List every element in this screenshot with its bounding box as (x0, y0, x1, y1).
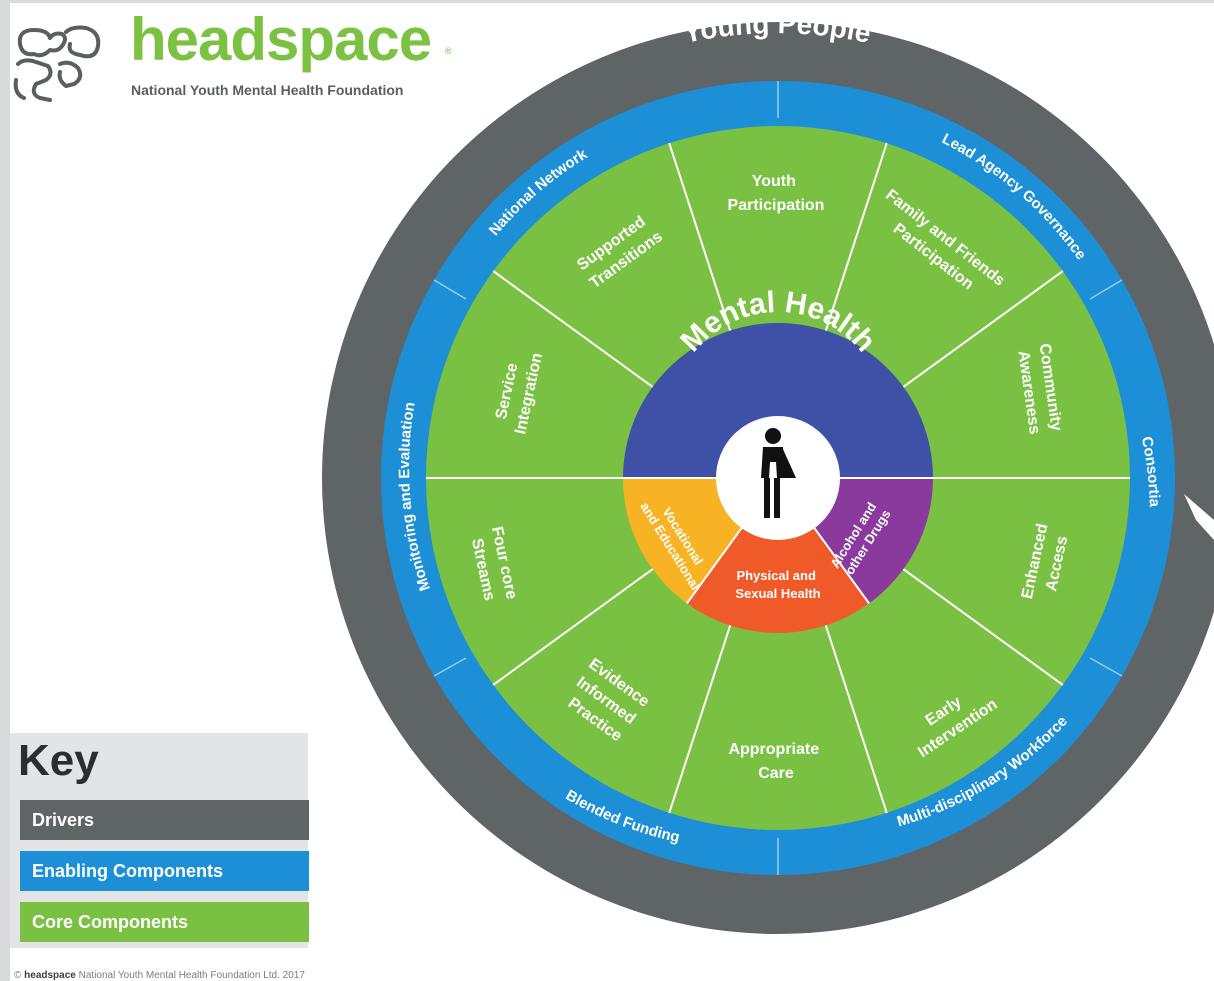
frame-left (0, 0, 10, 981)
person-icon (761, 428, 796, 518)
enabling-dividers (433, 81, 1123, 875)
legend-key: Key Drivers Enabling Components Core Com… (10, 733, 309, 948)
key-title: Key (18, 736, 99, 785)
copyright-prefix: © (14, 970, 25, 981)
key-item-drivers: Drivers (20, 800, 309, 840)
logo-tagline: National Youth Mental Health Foundation (131, 82, 404, 98)
key-item-core-components: Core Components (20, 902, 309, 942)
frame-top (0, 0, 1214, 3)
headspace-head-icon (13, 25, 101, 102)
hub-physical-sexual (686, 478, 870, 633)
hub-physical-label: Physical and Sexual Health (735, 568, 820, 601)
copyright-brand: headspace (24, 970, 76, 981)
headspace-logo: headspace ® National Youth Mental Health… (10, 6, 452, 106)
core-dividers (426, 142, 1130, 814)
copyright-text: National Youth Mental Health Foundation … (75, 970, 305, 981)
hub-mental-health (623, 323, 933, 478)
key-item-enabling-components: Enabling Components (20, 851, 309, 891)
registered-mark: ® (445, 46, 452, 56)
copyright-notice: © headspace National Youth Mental Health… (14, 970, 305, 981)
core-youth-participation: Youth Participation (728, 173, 825, 214)
core-appropriate-care: Appropriate Care (728, 741, 823, 782)
ring-highlight (1184, 494, 1214, 540)
headspace-wordmark: headspace (130, 6, 432, 73)
